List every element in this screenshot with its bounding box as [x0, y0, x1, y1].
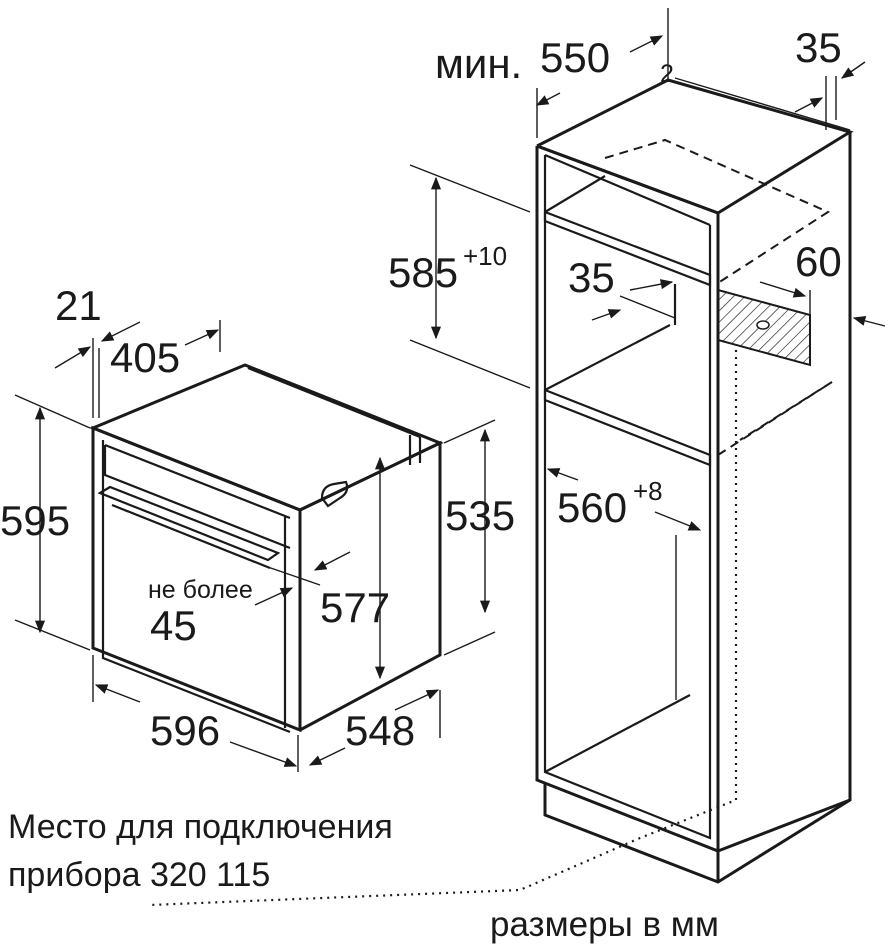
connection-note-line2: прибора 320 115: [8, 856, 270, 894]
depth-405-label: 405: [110, 334, 180, 381]
height-585-label: 585: [388, 249, 458, 296]
width-560-label: 560: [557, 484, 627, 531]
width-560-tolerance: +8: [633, 476, 663, 506]
height-585-tolerance: +10: [463, 241, 507, 271]
height-577-label: 577: [320, 584, 390, 631]
height-535-label: 535: [445, 492, 515, 539]
max-value-label: 45: [150, 602, 197, 649]
cabinet-drawing: [149, 78, 854, 907]
height-595-label: 595: [0, 497, 70, 544]
max-note-label: не более: [148, 576, 253, 604]
oven-dimensions: [14, 320, 496, 772]
note-2-label: 2: [660, 60, 674, 88]
gap-35-top-label: 35: [795, 24, 842, 71]
connection-note-line1: Место для подключения: [8, 808, 393, 846]
cabinet-dimensions: [409, 8, 886, 531]
depth-min-label: 550: [540, 34, 610, 81]
vent-60-label: 60: [795, 238, 842, 285]
panel-21-label: 21: [55, 282, 102, 329]
depth-548-label: 548: [345, 707, 415, 754]
min-prefix-label: мин.: [435, 40, 522, 87]
units-note: размеры в мм: [490, 905, 719, 944]
width-596-label: 596: [150, 707, 220, 754]
vent-35-label: 35: [568, 254, 615, 301]
oven-drawing: [89, 363, 444, 734]
